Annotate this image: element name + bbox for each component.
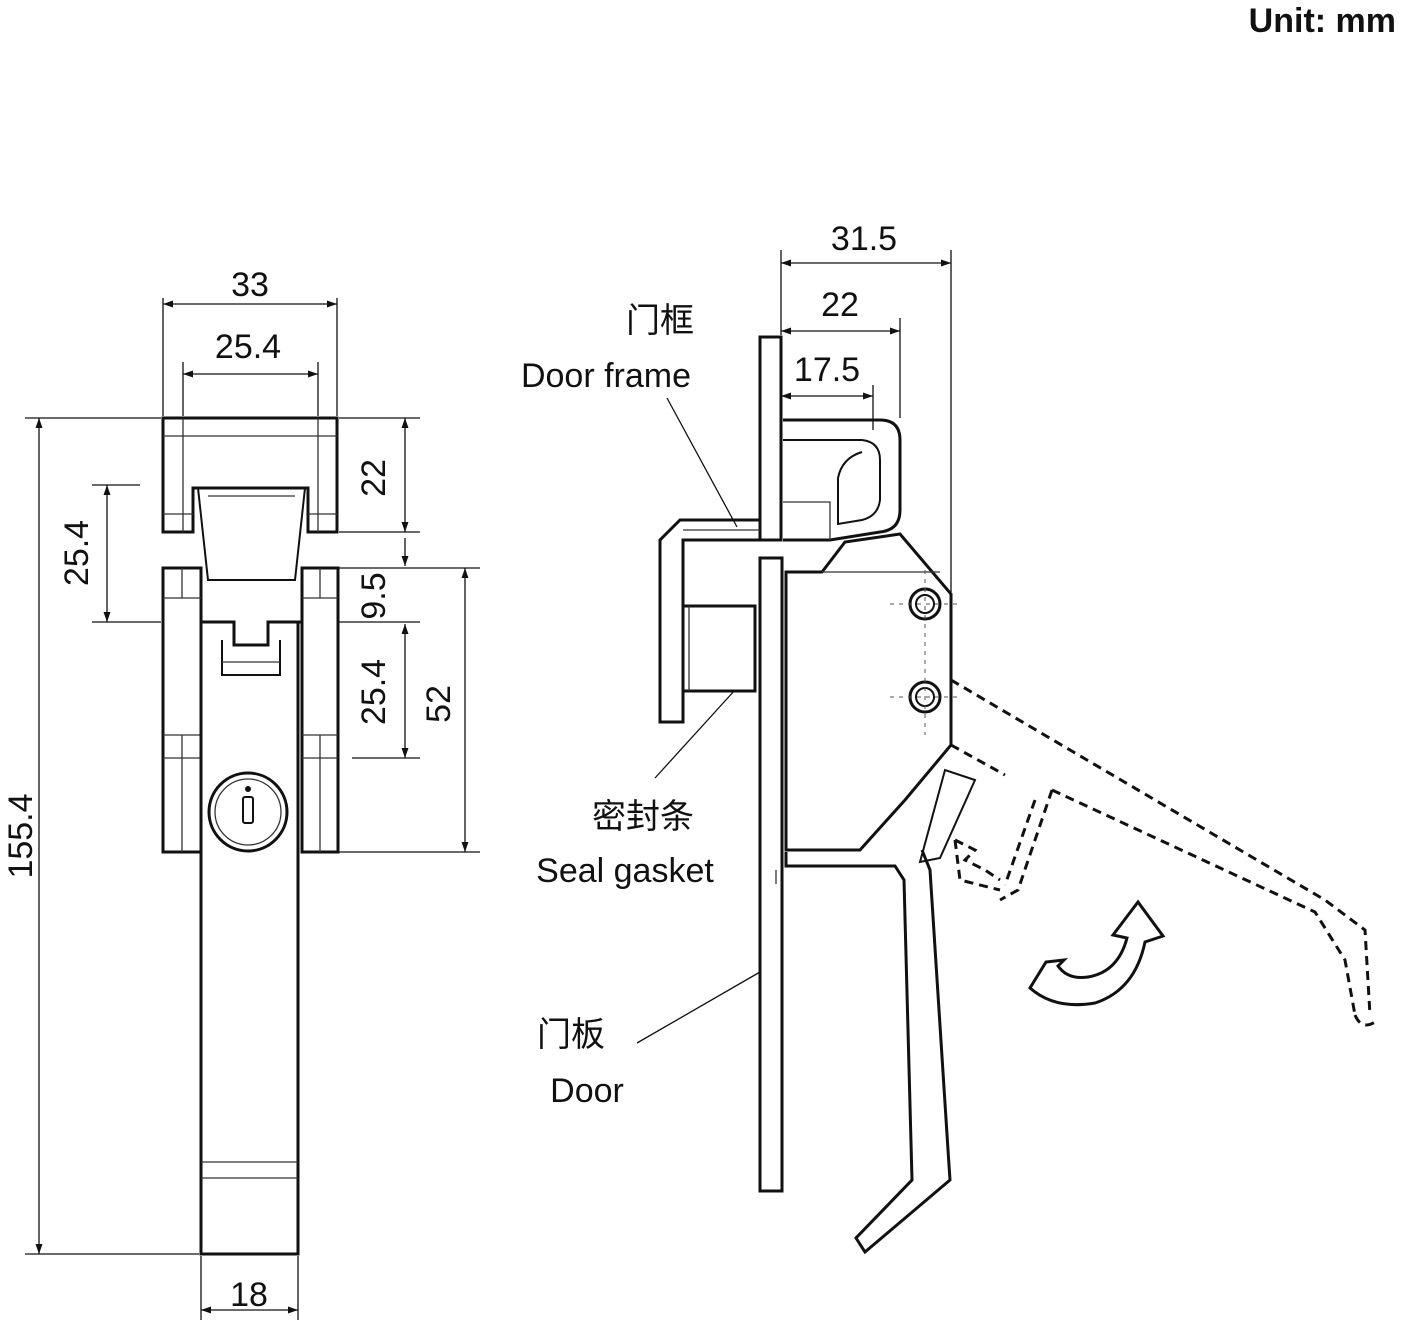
dim-overall-height: 155.4 [2,417,199,1255]
dim-label-hook-depth: 17.5 [794,351,860,389]
seal-gasket-leader [654,689,736,779]
dim-label-catch-depth: 22 [821,286,859,324]
handle-front [199,622,300,1256]
handle-side [784,768,977,1255]
latch-body [784,532,960,852]
dim-hook-depth: 17.5 [781,351,874,430]
dim-label-catch-height: 22 [355,459,393,497]
door-frame-label-cn: 门框 [626,302,694,340]
hook-slot [201,620,302,676]
door-frame-label-en: Door frame [521,357,691,395]
dim-label-overall-height: 155.4 [2,793,40,878]
dim-catch-depth: 22 [781,286,901,418]
front-view: 33 25.4 155.4 25.4 22 [2,266,480,1320]
catch-hook [783,418,902,542]
right-mount-ear [300,566,340,854]
dim-label-hole-spacing-left: 25.4 [58,520,96,586]
door-label-en: Door [550,1072,624,1110]
dim-catch-height: 22 [339,417,420,533]
dim-hole-spacing-right: 25.4 [339,621,420,759]
door-frame-plate [658,335,783,724]
dim-label-hole-spacing-right: 25.4 [355,659,393,725]
dim-top-width: 33 [162,266,338,416]
door-panel [758,556,784,1193]
dim-overall-depth: 31.5 [780,220,952,592]
dim-label-inner-width: 25.4 [215,328,281,366]
dim-label-overall-depth: 31.5 [831,220,897,258]
seal-gasket-label-en: Seal gasket [536,852,714,890]
dim-label-top-width: 33 [231,266,269,304]
dim-handle-width: 18 [200,1256,299,1320]
dim-gap: 9.5 [339,538,480,652]
door-frame-leader [666,397,738,528]
dim-label-body-height: 52 [420,685,458,723]
door-label-cn: 门板 [537,1016,605,1054]
catch-block [161,416,339,581]
dim-label-handle-width: 18 [230,1276,268,1314]
dim-label-gap: 9.5 [355,572,393,619]
key-lock [207,771,289,853]
rotation-arrow-icon [1028,899,1166,1007]
left-mount-ear [161,566,203,854]
dim-inner-width: 25.4 [182,328,319,416]
door-leader [636,971,761,1044]
unit-label: Unit: mm [1249,2,1396,40]
side-view: 31.5 22 17.5 门框 Door frame 密封条 Seal gask… [521,220,1379,1255]
seal-gasket [681,604,757,693]
seal-gasket-label-cn: 密封条 [592,798,694,836]
dim-body-height: 52 [339,568,480,853]
dim-hole-spacing-left: 25.4 [58,484,161,623]
handle-open-dashed [950,678,1379,1027]
